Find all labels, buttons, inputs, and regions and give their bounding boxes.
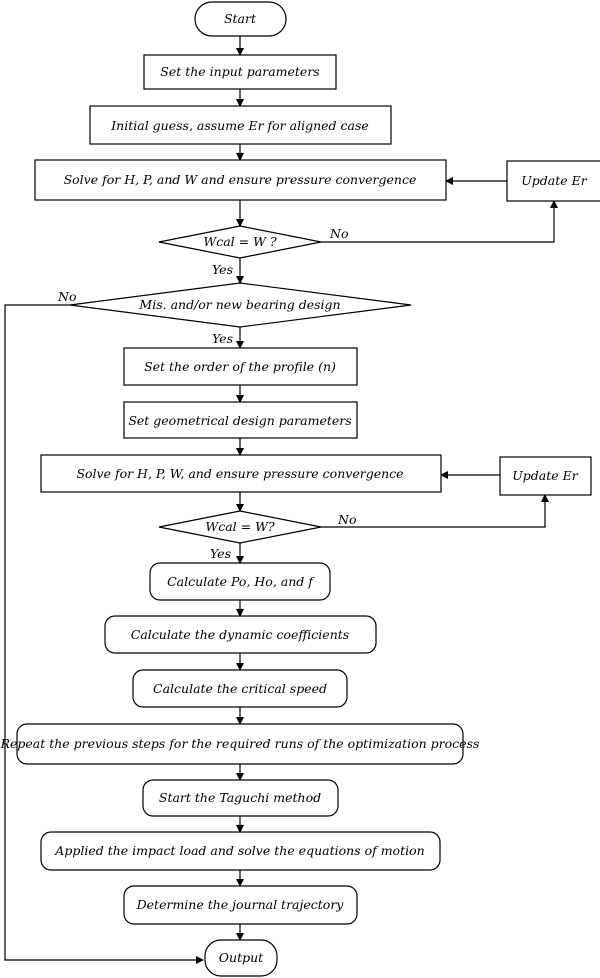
edge-label-no-3: No — [337, 512, 356, 527]
impact-load-label: Applied the impact load and solve the eq… — [54, 843, 424, 858]
mis-design-label: Mis. and/or new bearing design — [138, 297, 340, 312]
edge-check1-no-update — [321, 200, 558, 243]
trajectory-label: Determine the journal trajectory — [136, 897, 345, 912]
edge-label-yes-2: Yes — [212, 331, 233, 346]
start-node: Start — [194, 1, 287, 37]
set-order-label: Set the order of the profile (n) — [144, 359, 336, 374]
edge-label-yes-1: Yes — [212, 262, 233, 277]
start-label: Start — [224, 11, 257, 26]
calc-critical-node: Calculate the critical speed — [132, 669, 348, 708]
start-taguchi-node: Start the Taguchi method — [142, 779, 339, 817]
mis-design-decision: Mis. and/or new bearing design — [69, 282, 412, 328]
check-2-decision: Wcal = W? — [158, 510, 322, 544]
set-order-node: Set the order of the profile (n) — [123, 347, 358, 386]
impact-load-node: Applied the impact load and solve the eq… — [40, 831, 441, 871]
update-er-2-label: Update Er — [512, 468, 579, 483]
repeat-steps-label: Repeat the previous steps for the requir… — [0, 736, 479, 751]
repeat-steps-node: Repeat the previous steps for the requir… — [0, 723, 479, 765]
check-1-decision: Wcal = W ? — [158, 225, 322, 259]
calc-critical-label: Calculate the critical speed — [153, 681, 327, 696]
edge-mis-no-output — [4, 304, 204, 964]
update-er-1-node: Update Er — [506, 160, 600, 202]
solve-1-node: Solve for H, P, and W and ensure pressur… — [34, 159, 447, 201]
edge-label-no-2: No — [57, 289, 76, 304]
calc-dynamic-label: Calculate the dynamic coefficients — [131, 627, 349, 642]
check-2-label: Wcal = W? — [205, 519, 275, 534]
solve-2-node: Solve for H, P, W, and ensure pressure c… — [40, 454, 442, 493]
output-node: Output — [204, 939, 278, 977]
update-er-1-label: Update Er — [521, 173, 588, 188]
set-input-label: Set the input parameters — [160, 64, 319, 79]
start-taguchi-label: Start the Taguchi method — [159, 790, 321, 805]
calc-po-node: Calculate Po, Ho, and f — [149, 562, 331, 601]
solve-1-label: Solve for H, P, and W and ensure pressur… — [64, 172, 417, 187]
trajectory-node: Determine the journal trajectory — [123, 885, 358, 925]
connectors — [4, 36, 558, 964]
edge-label-no-1: No — [329, 226, 348, 241]
initial-guess-label: Initial guess, assume Er for aligned cas… — [110, 118, 369, 133]
set-geometry-label: Set geometrical design parameters — [128, 413, 351, 428]
edge-label-yes-3: Yes — [210, 546, 231, 561]
check-1-label: Wcal = W ? — [203, 234, 277, 249]
initial-guess-node: Initial guess, assume Er for aligned cas… — [89, 105, 392, 145]
calc-po-label: Calculate Po, Ho, and f — [167, 574, 315, 589]
solve-2-label: Solve for H, P, W, and ensure pressure c… — [76, 466, 403, 481]
edge-check2-no-update — [321, 494, 549, 528]
set-geometry-node: Set geometrical design parameters — [123, 401, 358, 439]
output-label: Output — [219, 950, 264, 965]
calc-dynamic-node: Calculate the dynamic coefficients — [104, 615, 377, 654]
set-input-node: Set the input parameters — [143, 54, 337, 90]
update-er-2-node: Update Er — [499, 456, 592, 496]
